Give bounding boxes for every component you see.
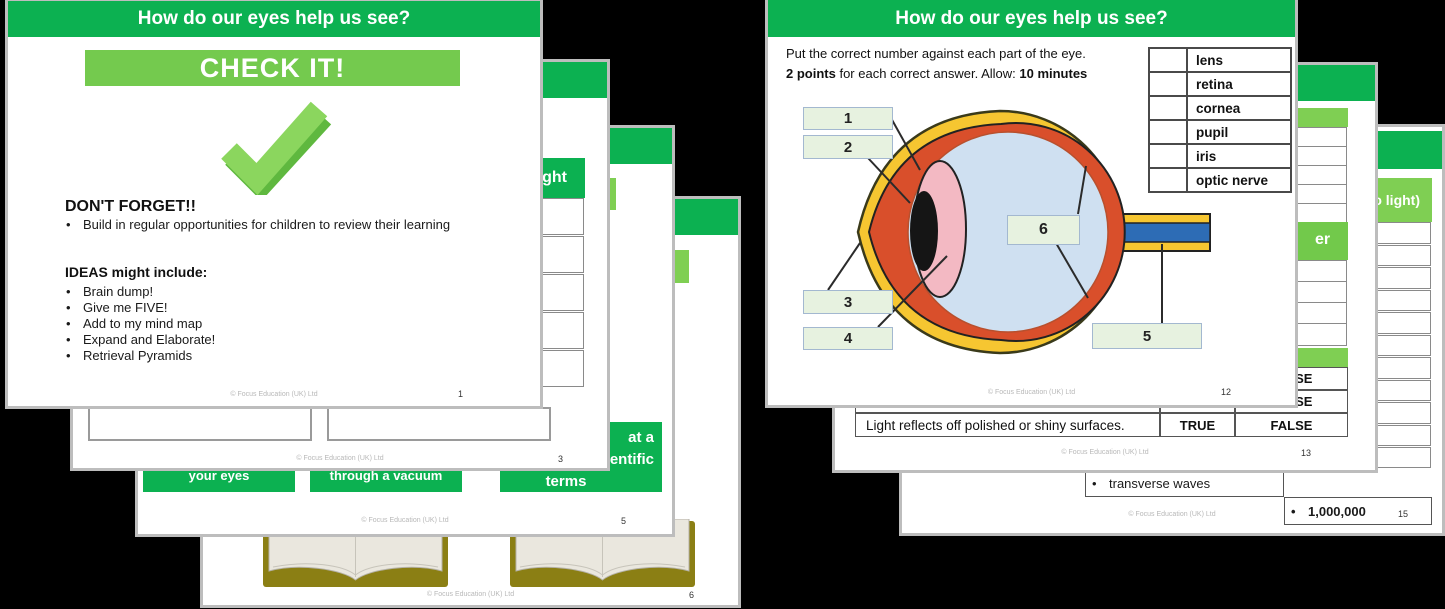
section-subheading: IDEAS might include: (65, 264, 208, 280)
checkmark-icon (221, 101, 332, 195)
open-book-image (263, 519, 448, 587)
slide-title: How do our eyes help us see? (137, 8, 411, 29)
reminder-bullet: Build in regular opportunities for child… (60, 217, 493, 233)
true-option: TRUE (1160, 413, 1235, 437)
idea-bullet: Add to my mind map (60, 316, 483, 331)
eye-part-label: retina (1186, 71, 1292, 97)
copyright-footer: © Focus Education (UK) Ltd (230, 391, 318, 398)
number-answer-cell (1148, 95, 1188, 121)
eye-part-label: pupil (1186, 119, 1292, 145)
number-answer-cell (1148, 71, 1188, 97)
marker-box-3: 3 (803, 290, 893, 314)
copyright-footer: © Focus Education (UK) Ltd (296, 455, 384, 462)
copyright-footer: © Focus Education (UK) Ltd (1128, 511, 1216, 518)
slide-title-bar: How do our eyes help us see? (768, 0, 1295, 37)
idea-bullet: Give me FIVE! (60, 300, 483, 315)
marker-box-4: 4 (803, 327, 893, 350)
lens-shape (913, 160, 967, 298)
number-answer-cell (1148, 119, 1188, 145)
section-heading: DON'T FORGET!! (65, 198, 196, 215)
section-text-fragment: er (1315, 231, 1331, 248)
page-number: 6 (689, 590, 695, 600)
copyright-footer: © Focus Education (UK) Ltd (987, 389, 1076, 396)
choroid-layer (867, 122, 1126, 342)
idea-bullet: Retrieval Pyramids (60, 348, 483, 363)
eye-part-label: optic nerve (1186, 167, 1292, 193)
eye-part-label: cornea (1186, 95, 1292, 121)
page-number: 12 (1221, 387, 1232, 397)
marker-box-2: 2 (803, 135, 893, 159)
marker-box-5: 5 (1092, 323, 1202, 349)
slide-1-thumbnail[interactable]: How do our eyes help us see? CHECK IT! D… (8, 1, 540, 406)
instruction-text: Put the correct number against each part… (786, 46, 1086, 61)
number-answer-cell (1148, 47, 1188, 73)
marker-box-6: 6 (1007, 215, 1080, 245)
answer-box (327, 407, 551, 441)
minutes-value: 10 minutes (1019, 66, 1088, 81)
eye-part-label: lens (1186, 47, 1292, 73)
copyright-footer: © Focus Education (UK) Ltd (361, 517, 449, 524)
task-box-text-fragment: at a (628, 429, 654, 446)
copyright-footer: © Focus Education (UK) Ltd (426, 591, 515, 598)
false-option: FALSE (1235, 413, 1348, 437)
header-text-fragment: ight (537, 169, 567, 186)
question-cell: Light reflects off polished or shiny sur… (855, 413, 1160, 437)
optic-nerve-sheath (1114, 213, 1211, 252)
answer-cell: 1,000,000 (1284, 497, 1432, 525)
slide-title-bar: How do our eyes help us see? (8, 1, 540, 37)
page-number: 1 (458, 389, 464, 399)
answer-cell: transverse waves (1085, 469, 1284, 497)
banner-text: CHECK IT! (199, 52, 346, 83)
task-box-text-fragment: ientific (605, 451, 654, 468)
points-value: 2 points (786, 66, 836, 81)
page-number: 15 (1398, 509, 1409, 519)
open-book-image (510, 519, 695, 587)
idea-bullet: Expand and Elaborate! (60, 332, 483, 347)
header-text-fragment: o light) (1373, 192, 1420, 208)
eye-part-label: iris (1186, 143, 1292, 169)
idea-bullet: Brain dump! (60, 284, 483, 299)
slide-title: How do our eyes help us see? (895, 7, 1168, 29)
points-text: for each correct answer. Allow: (835, 66, 1020, 81)
task-box-text-fragment: through a vacuum (329, 468, 443, 483)
slide-12-thumbnail[interactable]: How do our eyes help us see? Put the cor… (768, 0, 1295, 405)
sclera-layer (856, 109, 1123, 355)
check-it-banner: CHECK IT! (85, 50, 460, 86)
number-answer-cell (1148, 167, 1188, 193)
task-box-text-fragment: terms (545, 473, 587, 490)
pupil-shape (910, 191, 938, 271)
task-box-text-fragment: your eyes (188, 468, 250, 483)
page-number: 5 (621, 516, 627, 526)
number-answer-cell (1148, 143, 1188, 169)
page-number: 13 (1301, 448, 1312, 458)
marker-box-1: 1 (803, 107, 893, 130)
copyright-footer: © Focus Education (UK) Ltd (1061, 449, 1149, 456)
page-number: 3 (558, 454, 564, 464)
answer-box (88, 407, 312, 441)
points-line: 2 points for each correct answer. Allow:… (786, 66, 1087, 81)
optic-nerve-core (1117, 222, 1211, 243)
